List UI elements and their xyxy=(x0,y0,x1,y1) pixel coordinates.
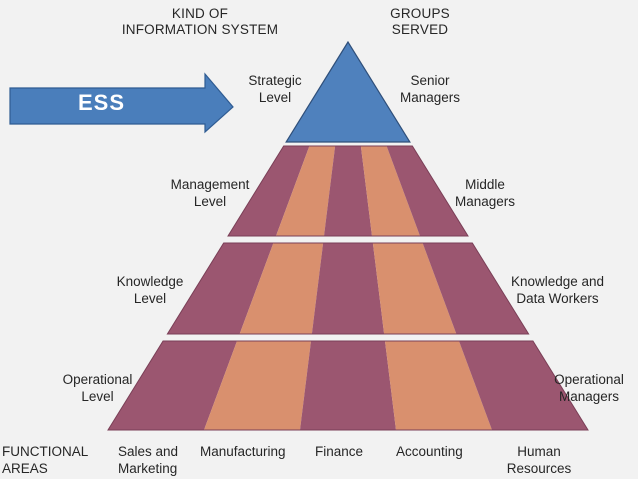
band-operational-stripe-2 xyxy=(204,341,312,430)
band-knowledge-stripe-4 xyxy=(372,243,457,334)
header-groups-served: GROUPS SERVED xyxy=(390,6,450,37)
group-label-operational-managers: Operational Managers xyxy=(554,372,624,404)
band-operational-outline xyxy=(107,340,589,431)
band-management-stripe-2 xyxy=(276,146,336,236)
area-sales-and-marketing: Sales and Marketing xyxy=(118,444,179,476)
area-manufacturing: Manufacturing xyxy=(200,444,286,459)
group-label-middle-managers: Middle Managers xyxy=(454,177,516,209)
level-label-strategic: Strategic Level xyxy=(248,73,302,105)
band-operational-stripe-1 xyxy=(108,341,238,430)
group-label-senior-managers: Senior Managers xyxy=(399,73,461,105)
area-finance: Finance xyxy=(315,444,364,459)
area-human-resources: Human Resources xyxy=(506,444,572,476)
band-management-outline xyxy=(227,145,469,237)
band-management-stripe-1 xyxy=(228,146,310,236)
band-knowledge-stripe-5 xyxy=(422,243,529,334)
group-label-knowledge-data-workers: Knowledge and Data Workers xyxy=(510,274,605,306)
band-knowledge-stripe-2 xyxy=(239,243,324,334)
level-label-knowledge: Knowledge Level xyxy=(116,274,184,306)
band-operational-stripe-4 xyxy=(384,341,492,430)
band-knowledge-stripe-1 xyxy=(167,243,274,334)
header-kind-of-information-system: KIND OF INFORMATION SYSTEM xyxy=(121,6,279,37)
ess-arrow xyxy=(9,72,234,134)
area-accounting: Accounting xyxy=(396,444,463,459)
ess-arrow-label: ESS xyxy=(78,90,126,115)
band-operational-stripe-3 xyxy=(300,341,396,430)
band-management-stripe-5 xyxy=(386,146,468,236)
band-knowledge-stripe-3 xyxy=(311,243,385,334)
pyramid-apex-strategic xyxy=(285,40,411,143)
band-knowledge-outline xyxy=(166,242,530,335)
band-operational-stripe-5 xyxy=(458,341,588,430)
level-label-management: Management Level xyxy=(170,177,250,209)
functional-areas-label: FUNCTIONAL AREAS xyxy=(2,444,89,476)
level-label-operational: Operational Level xyxy=(62,372,133,404)
band-management-stripe-4 xyxy=(360,146,420,236)
band-management-stripe-3 xyxy=(324,146,372,236)
